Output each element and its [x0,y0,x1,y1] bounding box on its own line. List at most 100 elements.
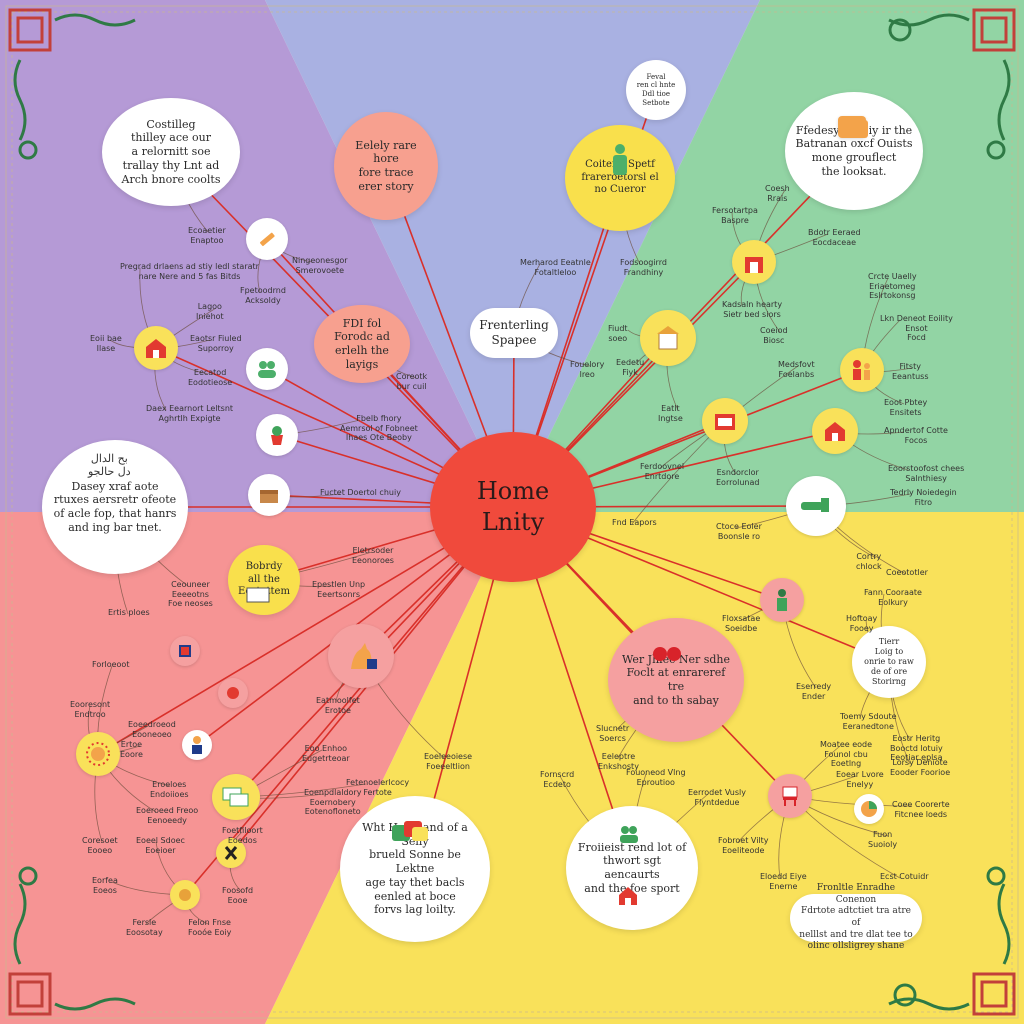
building-icon[interactable] [732,240,776,284]
branch-label[interactable]: Eloedd Eiye Enerne [760,872,807,891]
cards-icon[interactable] [212,774,260,820]
branch-label[interactable]: Forloeoot [92,660,130,669]
lips-icon[interactable] [170,880,200,910]
branch-label[interactable]: Eoorstoofost chees Salnthiesy [888,464,965,483]
branch-label[interactable]: Kadsaln hearty Sietr bed siors [722,300,783,319]
note-bubble-top-left[interactable]: Costilleg thilley ace our a relornitt so… [102,98,240,206]
branch-label[interactable]: Felon Fnse Fooóe Eoiy [188,918,232,937]
branch-label[interactable]: Coresoet Eooeo [82,836,118,855]
branch-label[interactable]: Ceouneer Eeeeotns Foe neoses [168,580,213,609]
house-icon[interactable] [134,326,178,370]
info-card-bottom-right[interactable]: Fronltle Enradhe Conenon Fdrtote adtctie… [790,883,922,951]
person-icon[interactable] [760,578,804,622]
branch-label[interactable]: Fodsoogirrd Frandhiny [620,258,667,277]
branch-label[interactable]: Eatmoolfet Erotoe [316,696,360,715]
branch-label[interactable]: Eoenpdlaldory Eoernobery Eotenofloneto [304,788,362,817]
branch-label[interactable]: Crcte Uaelly Eriaetomeg Eslrtokonsg [868,272,917,301]
branch-label[interactable]: Fobroet Vilty Eoeliteode [718,836,769,855]
chart-icon[interactable] [854,794,884,824]
branch-label[interactable]: Eroeloes Endoiioes [150,780,189,799]
branch-label[interactable]: Toemy Sdoute Eeranedtone [840,712,897,731]
branch-label[interactable]: Ertis ploes [108,608,150,617]
box-icon[interactable] [248,474,290,516]
branch-label[interactable]: Apndertof Cotte Focos [884,426,948,445]
branch-label[interactable]: Fiudt soeo [608,324,628,343]
branch-label[interactable]: Coeiod Biosc [760,326,788,345]
topic-bubble-pink-top[interactable]: Eelely rare hore fore trace erer story [334,112,438,220]
branch-label[interactable]: Eoii bae Ilase [90,334,122,353]
books-icon[interactable] [390,816,430,846]
chair-icon[interactable] [768,774,812,818]
kangaroo-icon[interactable] [328,624,394,688]
branch-label[interactable]: Cortry chlock [856,552,882,571]
house-icon[interactable] [812,408,858,454]
note-bubble-top-right[interactable]: Ffedesy, Foleiy ir the Batranan oxcf Oui… [785,92,923,210]
branch-label[interactable]: Ctoce Eoler Boonsle ro [716,522,762,541]
lamp-icon[interactable] [216,838,246,868]
topic-bubble-small-right[interactable]: Tierr Loig to onrie to raw de of ore Sto… [852,626,926,698]
branch-label[interactable]: Eerrodet Vusly Flyntdedue [688,788,746,807]
branch-label[interactable]: Merharod Eeatnle Fotaltleloo [520,258,591,277]
branch-label[interactable]: Tedrly Noiedegin Fitro [890,488,957,507]
branch-label[interactable]: Coreotk bur cuil [396,372,428,391]
branch-label[interactable]: Fersle Eoosotay [126,918,163,937]
branch-label[interactable]: Fetenoelerlcocy Fertote [346,778,410,797]
branch-label[interactable]: Eorfea Eoeos [92,876,118,895]
sun-icon[interactable] [76,732,120,776]
branch-label[interactable]: Eoeroeed Freoo Eenoeedy [136,806,199,825]
topic-bubble-pink-right[interactable]: Wer Jhlec Ner sdhe Foclt at enrareref tr… [608,618,744,742]
branch-label[interactable]: Eletrsoder Eeonoroes [352,546,394,565]
shop-icon[interactable] [846,120,868,138]
branch-label[interactable]: Fpetoodrnd Acksoldy [240,286,286,305]
branch-label[interactable]: Fouelory lreo [570,360,605,379]
branch-label[interactable]: Fuon Suoioly [868,830,898,849]
branch-label[interactable]: Foetfiloort Eoedos [222,826,263,845]
branch-label[interactable]: Bdotr Eeraed Eocdaceae [808,228,861,247]
branch-label[interactable]: Fann Cooraate Eolkury [864,588,922,607]
branch-label[interactable]: Medsfovt Foelanbs [778,360,815,379]
branch-label[interactable]: Eooresont Endtroo [70,700,111,719]
topic-bubble-small-top[interactable]: Feval ren cl hnte Ddl tioe Setbote [626,60,686,120]
branch-label[interactable]: Fitsty Eeantuss [892,362,929,381]
branch-label[interactable]: Pregrad drlaens ad stiy ledl staratr nar… [120,262,259,281]
branch-label[interactable]: Eeleptre Enkshosty [598,752,639,771]
branch-label[interactable]: Lagoo Iniehot [196,302,224,321]
people-icon[interactable] [246,348,288,390]
branch-label[interactable]: Fuctet Doertol chuiy [320,488,401,497]
branch-label[interactable]: Fersotartpa Baspre [712,206,758,225]
house-icon[interactable] [614,882,642,910]
note-bubble-left[interactable]: Dasey xraf aote rtuxes aersretr ofeote o… [42,440,188,574]
branch-label[interactable]: Hoftoay Fooey [846,614,878,633]
hub-node[interactable]: Home Lnity [430,432,596,582]
faucet-icon[interactable] [786,476,846,536]
branch-label[interactable]: Fouoneod Vlng Eproutioo [626,768,686,787]
building-icon[interactable] [640,310,696,366]
branch-label[interactable]: Epestlen Unp Eeertsonrs [312,580,366,599]
branch-label[interactable]: Eedetu Fiyk [616,358,645,377]
branch-label[interactable]: Ferdoovnel Enrtdore [640,462,685,481]
people-icon[interactable] [614,822,644,846]
topic-bubble-pink-mid[interactable]: FDI fol Forodc ad erlelh the layigs [314,305,410,383]
topic-bubble-yellow-left[interactable]: Bobrdy all the Ecctattem [228,545,300,615]
branch-label[interactable]: Eatlt Ingtse [658,404,683,423]
note-bubble-bottom-left[interactable]: Wht Heoreand of a Selly brueld Sonne be … [340,796,490,942]
topic-bubble-yellow-top[interactable]: Coitend Spetf frareroetorsl el no Cueror [565,125,675,231]
branch-label[interactable]: Foosofd Eooe [222,886,254,905]
branch-label[interactable]: Coee Coorerte Fitcnee loeds [892,800,950,819]
hand-icon[interactable] [218,678,248,708]
branch-label[interactable]: Lkn Deneot Eoility Ensot Focd [880,314,953,343]
branch-label[interactable]: Eoeedroeod Eooneoeo [128,720,176,739]
house-icon[interactable] [702,398,748,444]
branch-label[interactable]: Fnd Eapors [612,518,657,527]
branch-label[interactable]: Eoeleeoiese Foeeeltlion [424,752,473,771]
branch-label[interactable]: Ningeonesgor Smerovoete [292,256,348,275]
plant-pot-icon[interactable] [256,414,298,456]
person-icon[interactable] [600,140,640,180]
branch-label[interactable]: Eecatod Eodotieose [188,368,233,387]
branch-label[interactable]: Slucnetr Soercs [596,724,630,743]
branch-label[interactable]: Daex Eearnort Leltsnt Aghrtlh Expigte [146,404,234,423]
branch-label[interactable]: Eoo Enhoo Eugetrteoar [302,744,350,763]
branch-label[interactable]: Floxsatae Soeidbe [722,614,761,633]
branch-label[interactable]: Eserredy Ender [796,682,832,701]
branch-label[interactable]: Esndorclor Eorrolunad [716,468,760,487]
